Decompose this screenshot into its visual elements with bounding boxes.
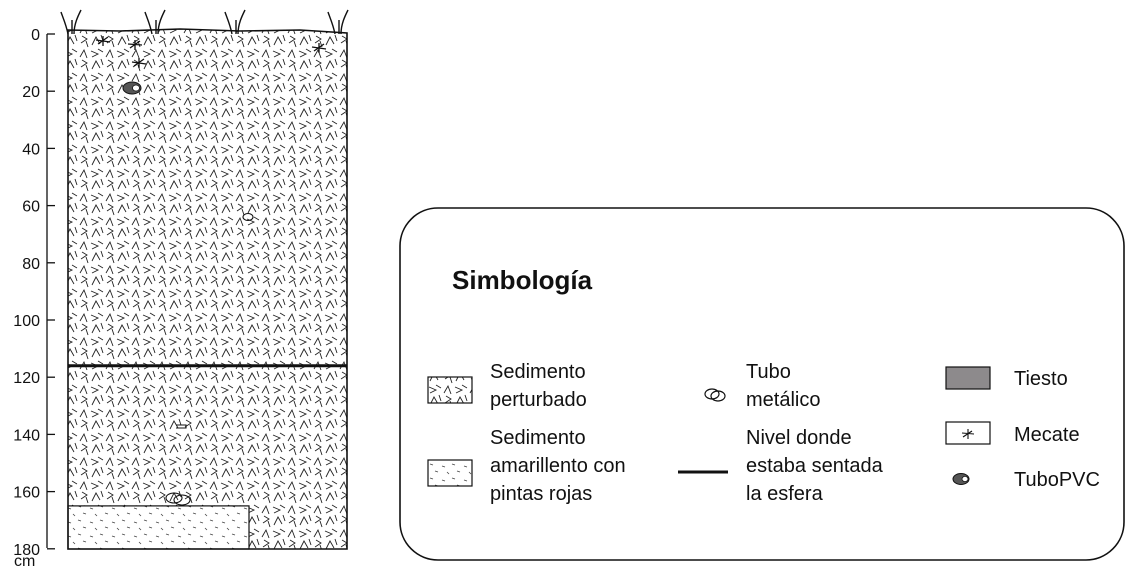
legend-yellow-sediment-label: Sedimento amarillento con pintas rojas [490,427,631,505]
legend-mecate-icon [961,429,975,439]
yellow-sediment-pattern [67,505,250,550]
legend-pvc-tube-label: TuboPVC [1014,469,1100,491]
legend-mecate-label: Mecate [1014,424,1080,446]
legend-frame [399,207,1125,561]
depth-tick-label: 160 [13,485,40,502]
legend-metal-tube-label: Tubo metálico [746,361,820,411]
metal-tube-icon [165,212,254,506]
pvc-tube-icon [122,81,142,95]
depth-tick-label: 60 [22,199,40,216]
depth-axis: 0 20 40 60 80 100 120 140 160 180 cm [13,27,55,570]
legend-yellow-sediment-swatch [427,459,473,487]
depth-unit-label: cm [14,553,35,570]
legend-tiesto-swatch [945,366,991,390]
depth-tick-label: 80 [22,256,40,273]
depth-tick-label: 20 [22,84,40,101]
depth-ticks: 0 20 40 60 80 100 120 140 160 180 [13,27,55,559]
depth-tick-label: 40 [22,141,40,158]
legend-pvc-tube-icon [952,473,970,485]
disturbed-sediment-fill [68,29,347,549]
legend-level-line-label: Nivel donde estaba sentada la esfera [746,427,888,505]
profile-objects [95,36,327,506]
legend-disturbed-sediment-label: Sedimento perturbado [490,361,591,411]
depth-tick-label: 100 [13,313,40,330]
legend-metal-tube-icon [704,388,726,402]
depth-tick-label: 180 [13,542,40,559]
legend-title: Simbología [452,265,593,295]
legend-box: Simbología Sedimento perturbado Sediment… [399,207,1125,561]
depth-tick-label: 0 [31,27,40,44]
depth-tick-label: 140 [13,427,40,444]
depth-tick-label: 120 [13,370,40,387]
profile-outline [67,28,348,550]
soil-profile [67,28,348,550]
mecate-icon [95,36,327,68]
legend-disturbed-sediment-swatch [427,376,473,404]
legend-tiesto-label: Tiesto [1014,368,1068,390]
